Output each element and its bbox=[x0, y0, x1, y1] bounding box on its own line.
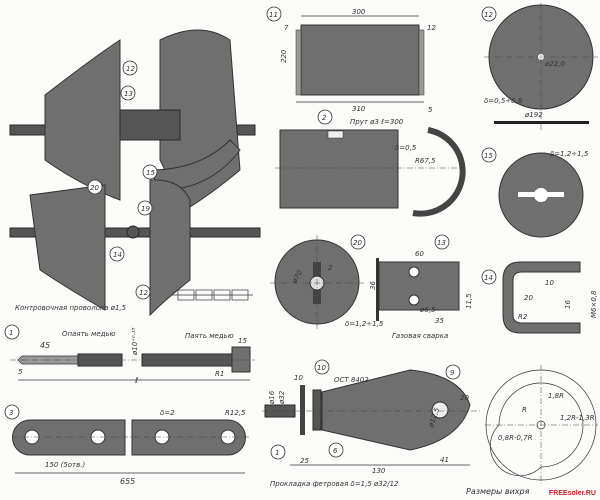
cover-lower bbox=[29, 184, 106, 311]
balloon-11: 11 bbox=[269, 11, 278, 19]
dim-25: 25 bbox=[300, 457, 309, 465]
dim-1-2r: 1,2R-1,3R bbox=[560, 414, 595, 422]
weld-note: Газовая сварка bbox=[392, 332, 448, 340]
balloon-20-detail: 20 bbox=[353, 239, 362, 247]
dim-r2: R2 bbox=[518, 313, 528, 321]
dim-dia-32: ø32 bbox=[278, 390, 286, 405]
dim-5: 5 bbox=[18, 368, 23, 376]
dim-r: R bbox=[522, 406, 527, 414]
balloon-14-detail: 14 bbox=[484, 274, 493, 282]
note-copper-solder: Паять медью bbox=[185, 332, 234, 340]
dim-35: 35 bbox=[435, 317, 444, 325]
balloon-14: 14 bbox=[113, 251, 122, 259]
rod-note: Прут ø3 ℓ=300 bbox=[350, 118, 404, 126]
dim-thickness-13: δ=1,2÷1,5 bbox=[345, 320, 384, 328]
dim-dia-192: ø192 bbox=[524, 111, 543, 119]
balloon-15-detail: 15 bbox=[484, 152, 493, 160]
part-13-bracket: 13 bbox=[376, 234, 460, 321]
part-20-disc: 20 bbox=[270, 234, 366, 330]
dim-thickness-12: δ=0,5÷0,8 bbox=[484, 97, 523, 105]
gasket-note: Прокладка фетровая δ=1,5 ø32/12 bbox=[270, 480, 399, 488]
dim-dia-10: ø10⁺⁰·¹⁵ bbox=[131, 327, 139, 356]
dim-45: 45 bbox=[40, 341, 50, 350]
dim-15: 15 bbox=[238, 337, 247, 345]
dim-2: 2 bbox=[328, 264, 333, 272]
dim-r1: R1 bbox=[215, 370, 224, 378]
dim-310: 310 bbox=[352, 105, 366, 113]
dim-300: 300 bbox=[352, 8, 366, 16]
dim-20: 20 bbox=[524, 294, 533, 302]
balloon-12-detail: 12 bbox=[484, 11, 493, 19]
dim-41: 41 bbox=[440, 456, 449, 464]
part-14-clamp: 14 bbox=[481, 261, 581, 334]
dim-10: 10 bbox=[294, 374, 303, 382]
bracket-13 bbox=[119, 109, 181, 141]
dim-130: 130 bbox=[372, 467, 386, 475]
balloon-12b: 12 bbox=[139, 289, 148, 297]
part-15-impeller: 15 bbox=[481, 147, 584, 238]
dim-dia-16: ø16 bbox=[268, 390, 276, 405]
part-3-strip: 3 bbox=[4, 404, 250, 474]
part-1-rod: 1 bbox=[4, 324, 255, 381]
dim-60: 60 bbox=[415, 250, 424, 258]
dim-thickness: δ=2 bbox=[160, 409, 175, 417]
dim-16: 16 bbox=[564, 300, 572, 309]
dim-220: 220 bbox=[280, 49, 288, 63]
watermark: FREEsoler.RU bbox=[548, 490, 596, 497]
lock-wire-note: Контровочная проволока ø1,5 bbox=[15, 304, 127, 312]
balloon-10: 10 bbox=[317, 364, 326, 372]
balloon-20: 20 bbox=[90, 184, 99, 192]
dim-hole-22: ø22,0 bbox=[544, 60, 565, 68]
balloon-12: 12 bbox=[126, 65, 135, 73]
dim-12: 12 bbox=[427, 24, 436, 32]
dim-10: 10 bbox=[545, 279, 554, 287]
part-2-shell: 2 bbox=[275, 109, 466, 217]
balloon-15: 15 bbox=[146, 169, 155, 177]
wire-detail bbox=[172, 289, 253, 301]
balloon-13-detail: 13 bbox=[437, 239, 446, 247]
note-copper-coat: Опаять медью bbox=[62, 330, 116, 338]
disc-12 bbox=[44, 39, 121, 201]
part-11-plate: 11 bbox=[266, 6, 425, 103]
lower-assembly-view bbox=[9, 179, 261, 317]
part-12-disc: 12 bbox=[481, 3, 598, 130]
clamp-14 bbox=[126, 225, 140, 239]
disc-12-lower bbox=[149, 179, 191, 317]
bearing-assembly: 10 9 1 6 bbox=[262, 359, 480, 466]
assembly-balloons: 12 13 15 20 19 14 12 bbox=[87, 60, 158, 300]
dim-655: 655 bbox=[120, 477, 135, 486]
balloon-1-assembly: 1 bbox=[275, 449, 279, 457]
dim-36: 36 bbox=[369, 281, 377, 290]
dim-20: 20 bbox=[460, 394, 469, 402]
balloon-2: 2 bbox=[322, 114, 327, 122]
dim-length: ℓ bbox=[134, 376, 138, 385]
vortex-caption: Размеры вихря bbox=[466, 487, 530, 496]
dim-7: 7 bbox=[284, 24, 289, 32]
ost-note: ОСТ 8402 bbox=[334, 376, 369, 384]
dim-spacing: 150 (5отв.) bbox=[45, 461, 85, 469]
blade-15 bbox=[149, 139, 241, 191]
dim-5: 5 bbox=[428, 106, 433, 114]
dim-1-8r: 1,8R bbox=[548, 392, 564, 400]
dim-0-8r: 0,8R-0,7R bbox=[498, 434, 533, 442]
balloon-3: 3 bbox=[9, 409, 13, 417]
dim-thickness-15: δ=1,2÷1,5 bbox=[550, 150, 589, 158]
balloon-9: 9 bbox=[450, 369, 455, 377]
balloon-6: 6 bbox=[333, 447, 338, 455]
dim-r67-5: R67,5 bbox=[415, 157, 436, 165]
balloon-19: 19 bbox=[141, 205, 150, 213]
dim-hole-6-5: ø6,5 bbox=[419, 306, 436, 314]
upper-assembly-view bbox=[9, 29, 256, 211]
dim-11-5: 11,5 bbox=[465, 293, 473, 309]
balloon-13: 13 bbox=[124, 90, 133, 98]
vortex-diagram bbox=[485, 365, 598, 485]
balloon-1: 1 bbox=[9, 329, 13, 337]
dim-r12-5: R12,5 bbox=[225, 409, 246, 417]
dim-thickness-2: δ=0,5 bbox=[395, 144, 417, 152]
dim-m6: M6×0,8 bbox=[590, 290, 598, 318]
